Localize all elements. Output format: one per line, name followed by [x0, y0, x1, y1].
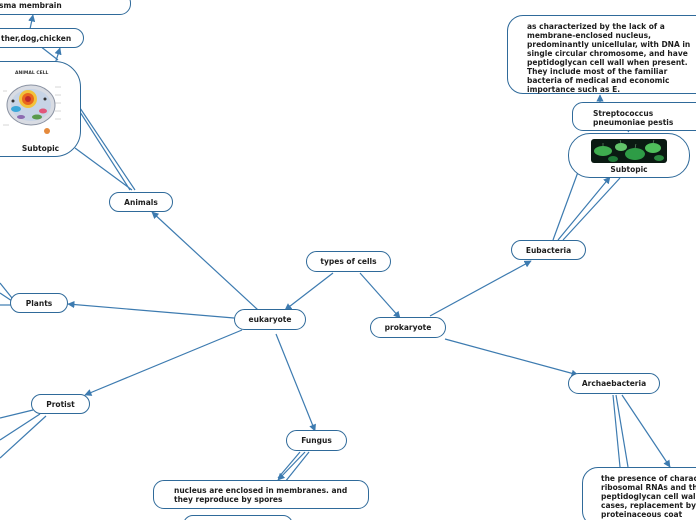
connector-animals-subtopic-b — [79, 111, 131, 191]
eubacteria-examples-text: Streptococcus pneumoniae pestis — [593, 109, 674, 127]
connector-root-prokaryote — [359, 272, 401, 319]
connector-archae-note-1 — [615, 394, 629, 468]
eubacteria-node[interactable]: Eubacteria — [511, 240, 586, 260]
prokaryote-label: prokaryote — [384, 323, 432, 332]
connector-plants-offscreen-1 — [0, 282, 13, 299]
animal-membrane-text: sma membrain — [0, 1, 62, 10]
root-label: types of cells — [320, 257, 377, 266]
eukaryote-label: eukaryote — [248, 315, 292, 324]
protist-node[interactable]: Protist — [31, 394, 90, 414]
animal-membrane-node[interactable]: sma membrain — [0, 0, 131, 15]
fungus-note-text: nucleus are enclosed in membranes. and t… — [174, 486, 348, 504]
connector-fungus-note-3 — [277, 451, 301, 479]
eubacteria-note-text: as characterized by the lack of a membra… — [527, 22, 691, 94]
eubacteria-examples-node[interactable]: Streptococcus pneumoniae pestis — [572, 102, 696, 131]
eubacteria-label: Eubacteria — [525, 245, 572, 255]
plants-label: Plants — [25, 298, 53, 308]
eubacteria-subtopic-node[interactable]: Subtopic — [568, 133, 690, 178]
archaebacteria-note-node[interactable]: the presence of characte ribosomal RNAs … — [582, 467, 696, 520]
root-node[interactable]: types of cells — [306, 251, 391, 272]
protist-label: Protist — [46, 399, 75, 409]
plants-node[interactable]: Plants — [10, 293, 68, 313]
archaebacteria-node[interactable]: Archaebacteria — [568, 373, 660, 394]
eubacteria-note-node[interactable]: as characterized by the lack of a membra… — [507, 15, 696, 94]
connector-subtopic-membrane — [39, 45, 59, 61]
connector-eukaryote-protist — [84, 329, 243, 396]
connector-eubacteria-subtopic-2 — [557, 176, 611, 241]
connector-protist-offscreen-2 — [0, 413, 41, 441]
archaebacteria-note-text: the presence of characte ribosomal RNAs … — [601, 474, 696, 519]
fungus-note-child-node[interactable] — [183, 515, 293, 520]
fungus-node[interactable]: Fungus — [286, 430, 347, 451]
eubacteria-subtopic-label: Subtopic — [610, 165, 648, 174]
animals-node[interactable]: Animals — [109, 192, 173, 212]
connector-fungus-note-2 — [284, 451, 310, 483]
connector-protist-offscreen-3 — [0, 415, 47, 459]
animals-label: Animals — [124, 197, 158, 207]
connector-eukaryote-plants — [67, 300, 235, 319]
eukaryote-node[interactable]: eukaryote — [234, 309, 306, 330]
connector-archae-note-2 — [612, 394, 621, 468]
connector-eubacteria-subtopic-1 — [552, 171, 579, 241]
animal-cell-image: ANIMAL CELL — [3, 70, 61, 134]
connector-fungus-note-1 — [277, 451, 306, 481]
bacteria-image — [591, 139, 667, 163]
connector-root-eukaryote — [284, 272, 334, 311]
connector-eukaryote-animals — [151, 211, 259, 311]
fungus-label: Fungus — [301, 436, 332, 445]
connector-animals-subtopic-a — [79, 107, 136, 191]
prokaryote-node[interactable]: prokaryote — [370, 317, 446, 338]
connector-archae-note-3 — [621, 394, 671, 468]
connector-prokaryote-eubacteria — [429, 260, 532, 317]
connector-prokaryote-archaebacteria — [444, 338, 579, 377]
animal-subtopic-label: Subtopic — [21, 144, 60, 153]
animal-subtopic-node[interactable]: ANIMAL CELL Subtopic — [0, 61, 81, 157]
fungus-note-node[interactable]: nucleus are enclosed in membranes. and t… — [153, 480, 369, 509]
connector-eubacteria-subtopic-3 — [562, 177, 621, 241]
animal-cell-image-caption: ANIMAL CELL — [15, 70, 49, 76]
archaebacteria-label: Archaebacteria — [581, 379, 647, 388]
connector-protist-offscreen-1 — [0, 409, 34, 419]
connector-examples-membrane — [28, 14, 36, 30]
animal-examples-text: ther,dog,chicken — [1, 34, 72, 43]
animal-examples-node[interactable]: ther,dog,chicken — [0, 28, 84, 48]
connector-animals-subtopic-c — [74, 147, 133, 191]
connector-eukaryote-fungus — [275, 333, 316, 432]
